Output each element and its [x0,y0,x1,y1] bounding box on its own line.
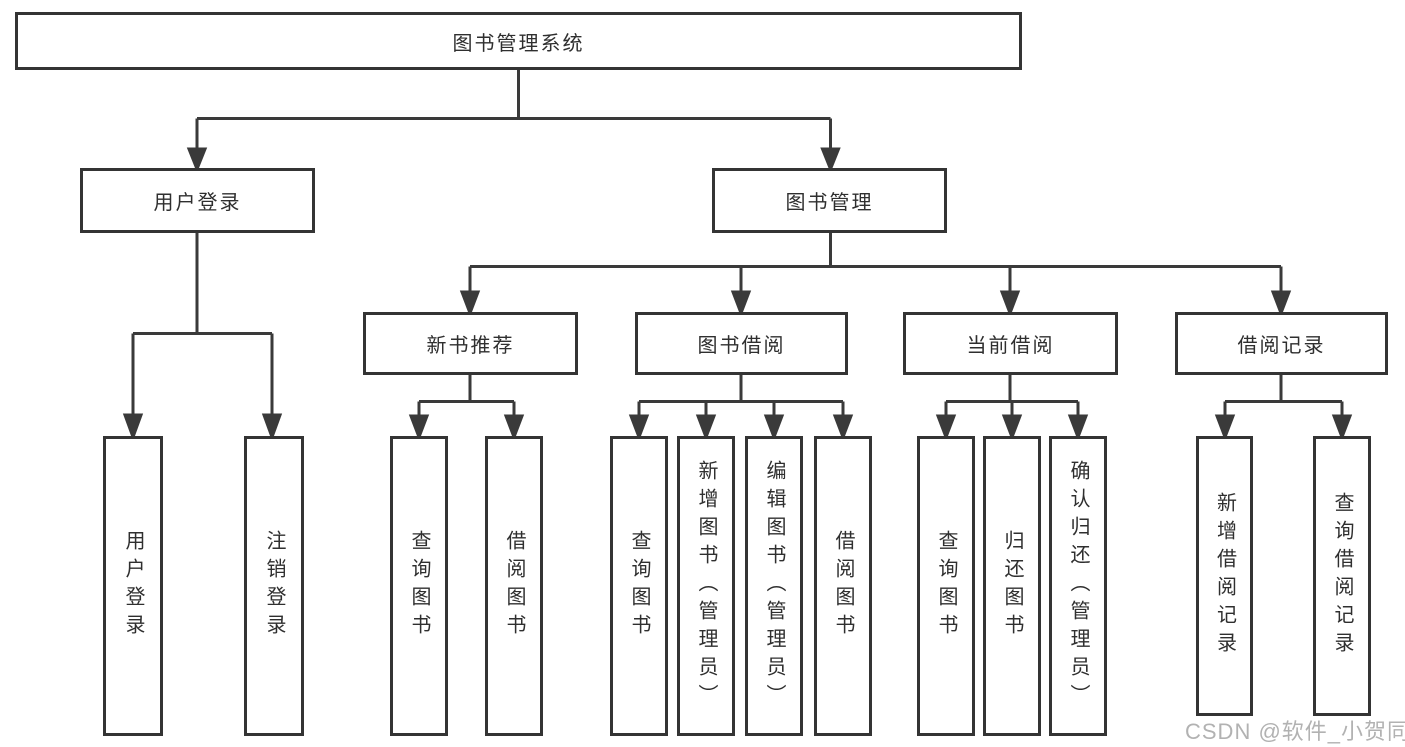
arrowhead [459,290,481,318]
leaf-query-books-3-label: 查询图书 [935,530,957,642]
node-root: 图书管理系统 [15,12,1022,70]
leaf-borrow-books-1: 借阅图书 [485,436,543,736]
node-book-borrow: 图书借阅 [635,312,848,375]
arrowhead [999,290,1021,318]
node-user-login: 用户登录 [80,168,315,233]
arrowhead [122,413,144,442]
arrowhead [408,414,430,442]
leaf-query-books-2-label: 查询图书 [628,530,650,642]
leaf-add-book-admin: 新增图书（管理员） [677,436,735,736]
leaf-query-books-1-label: 查询图书 [408,530,430,642]
leaf-query-books-2: 查询图书 [610,436,668,736]
node-user-login-label: 用户登录 [153,192,242,214]
edge-root-to-level2 [186,70,841,174]
leaf-add-book-admin-label: 新增图书（管理员） [695,460,717,712]
leaf-confirm-return-admin: 确认归还（管理员） [1049,436,1107,736]
node-new-books-label: 新书推荐 [426,335,515,357]
edge-current-borrow-to-leaves [935,375,1089,442]
arrowhead [628,414,650,442]
leaf-borrow-books-1-label: 借阅图书 [503,530,525,642]
leaf-add-borrow-record-label: 新增借阅记录 [1213,492,1236,660]
edge-user-login-to-leaves [122,233,283,442]
leaf-edit-book-admin: 编辑图书（管理员） [745,436,803,736]
arrowhead [1331,414,1353,442]
leaf-return-book: 归还图书 [983,436,1041,736]
leaf-logout: 注销登录 [244,436,304,736]
node-book-mgmt-label: 图书管理 [785,192,874,214]
node-root-label: 图书管理系统 [452,32,585,55]
node-current-borrow-label: 当前借阅 [966,335,1055,357]
node-book-mgmt: 图书管理 [712,168,947,233]
arrowhead [261,413,283,442]
edge-new-books-to-leaves [408,375,525,442]
edge-borrow-records-to-leaves [1214,375,1353,442]
arrowhead [1001,414,1023,442]
node-book-borrow-label: 图书借阅 [697,335,786,357]
leaf-borrow-books-2-label: 借阅图书 [832,530,854,642]
edge-book-mgmt-to-level3 [459,233,1292,318]
leaf-confirm-return-admin-label: 确认归还（管理员） [1067,460,1089,712]
arrowhead [763,414,785,442]
leaf-borrow-books-2: 借阅图书 [814,436,872,736]
node-new-books: 新书推荐 [363,312,578,375]
arrowhead [695,414,717,442]
node-current-borrow: 当前借阅 [903,312,1118,375]
leaf-query-books-1: 查询图书 [390,436,448,736]
leaf-query-borrow-record: 查询借阅记录 [1313,436,1371,716]
edge-book-borrow-to-leaves [628,375,854,442]
node-borrow-records-label: 借阅记录 [1237,335,1326,357]
arrowhead [1214,414,1236,442]
leaf-add-borrow-record: 新增借阅记录 [1196,436,1253,716]
node-borrow-records: 借阅记录 [1175,312,1388,375]
watermark: CSDN @软件_小贺同学 [1185,719,1405,744]
arrowhead [730,290,752,318]
arrowhead [832,414,854,442]
leaf-user-login-label: 用户登录 [122,530,144,642]
leaf-logout-label: 注销登录 [263,530,285,642]
leaf-query-borrow-record-label: 查询借阅记录 [1331,492,1353,660]
arrowhead [186,147,208,174]
leaf-edit-book-admin-label: 编辑图书（管理员） [763,460,785,712]
arrowhead [1067,414,1089,442]
arrowhead [1270,290,1292,318]
leaf-query-books-3: 查询图书 [917,436,975,736]
arrowhead [503,414,525,442]
arrowhead [935,414,957,442]
arrowhead [820,147,841,174]
leaf-return-book-label: 归还图书 [1001,530,1023,642]
leaf-user-login: 用户登录 [103,436,163,736]
